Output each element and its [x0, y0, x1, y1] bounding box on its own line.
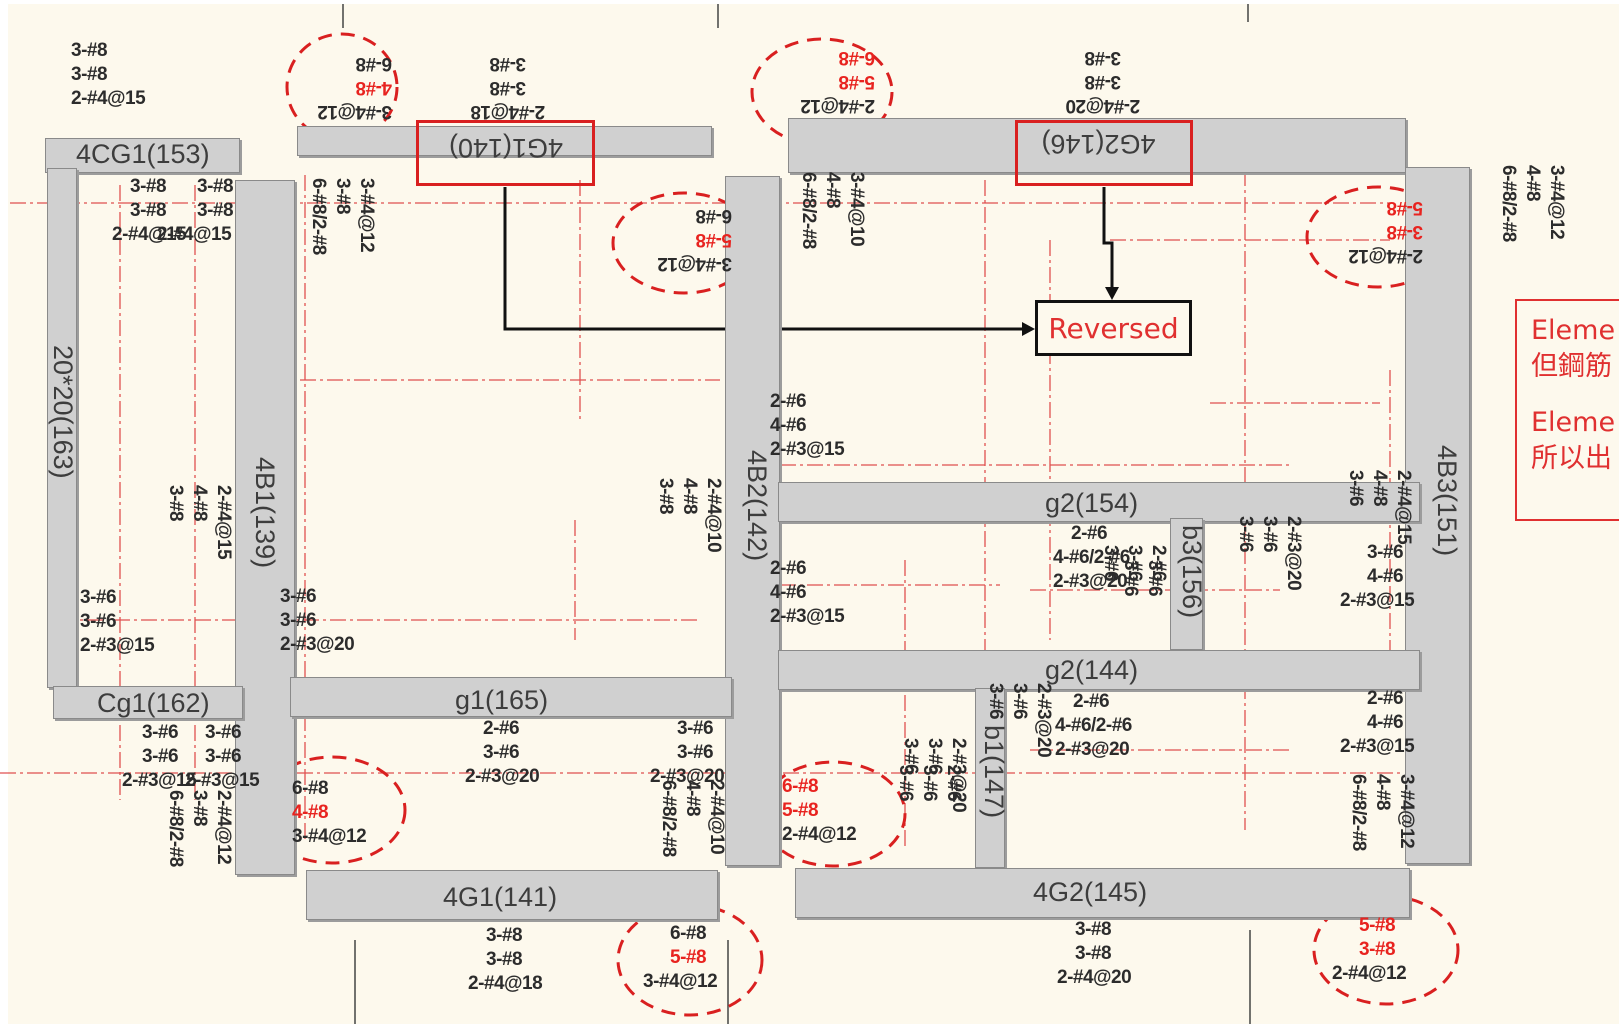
beam-4b1-139 [235, 180, 295, 875]
member-label: g1(165) [455, 685, 549, 715]
member-label: g2(144) [1045, 655, 1139, 685]
beam-4g2-146 [788, 118, 1406, 173]
member-label: b3(156) [1177, 525, 1207, 619]
member-label: 4B3(151) [1432, 445, 1462, 557]
reversed-callout: Reversed [1035, 300, 1192, 356]
member-label: 4B2(142) [742, 450, 772, 562]
beam-b1-147 [975, 688, 1005, 868]
member-label: 4G2(145) [1033, 877, 1148, 907]
note-line: 所以出 [1531, 443, 1612, 474]
beam-4g1-141 [306, 870, 718, 920]
axis-ticks [342, 4, 1251, 1024]
note-line: 但鋼筋 [1531, 351, 1612, 382]
beam-4cg1-153 [45, 138, 240, 173]
reversed-arrows [503, 187, 1114, 331]
highlight-box-4g1-140 [416, 120, 595, 186]
beam-4g1-140 [297, 126, 712, 156]
column-20x20-163 [47, 168, 77, 688]
member-label: 4G1(141) [443, 882, 558, 912]
beam-g1-165 [290, 677, 732, 717]
note-line: Eleme [1531, 407, 1616, 438]
highlight-box-4g2-146 [1015, 120, 1193, 186]
member-label: 20*20(163) [48, 345, 78, 479]
note-line: Eleme [1531, 315, 1616, 346]
beam-cg1-162 [53, 686, 243, 719]
member-label: g2(154) [1045, 488, 1139, 518]
member-label: 4CG1(153) [76, 139, 210, 169]
note-box: Eleme 但鋼筋 Eleme 所以出 [1515, 299, 1619, 521]
beam-g2-144 [778, 650, 1420, 690]
beam-g2-154 [778, 482, 1420, 522]
beam-4g2-145 [795, 868, 1410, 918]
arrow-heads [1022, 287, 1119, 336]
beam-b3-156 [1170, 518, 1203, 650]
member-label: 4B1(139) [250, 457, 280, 569]
member-label: Cg1(162) [97, 688, 210, 718]
